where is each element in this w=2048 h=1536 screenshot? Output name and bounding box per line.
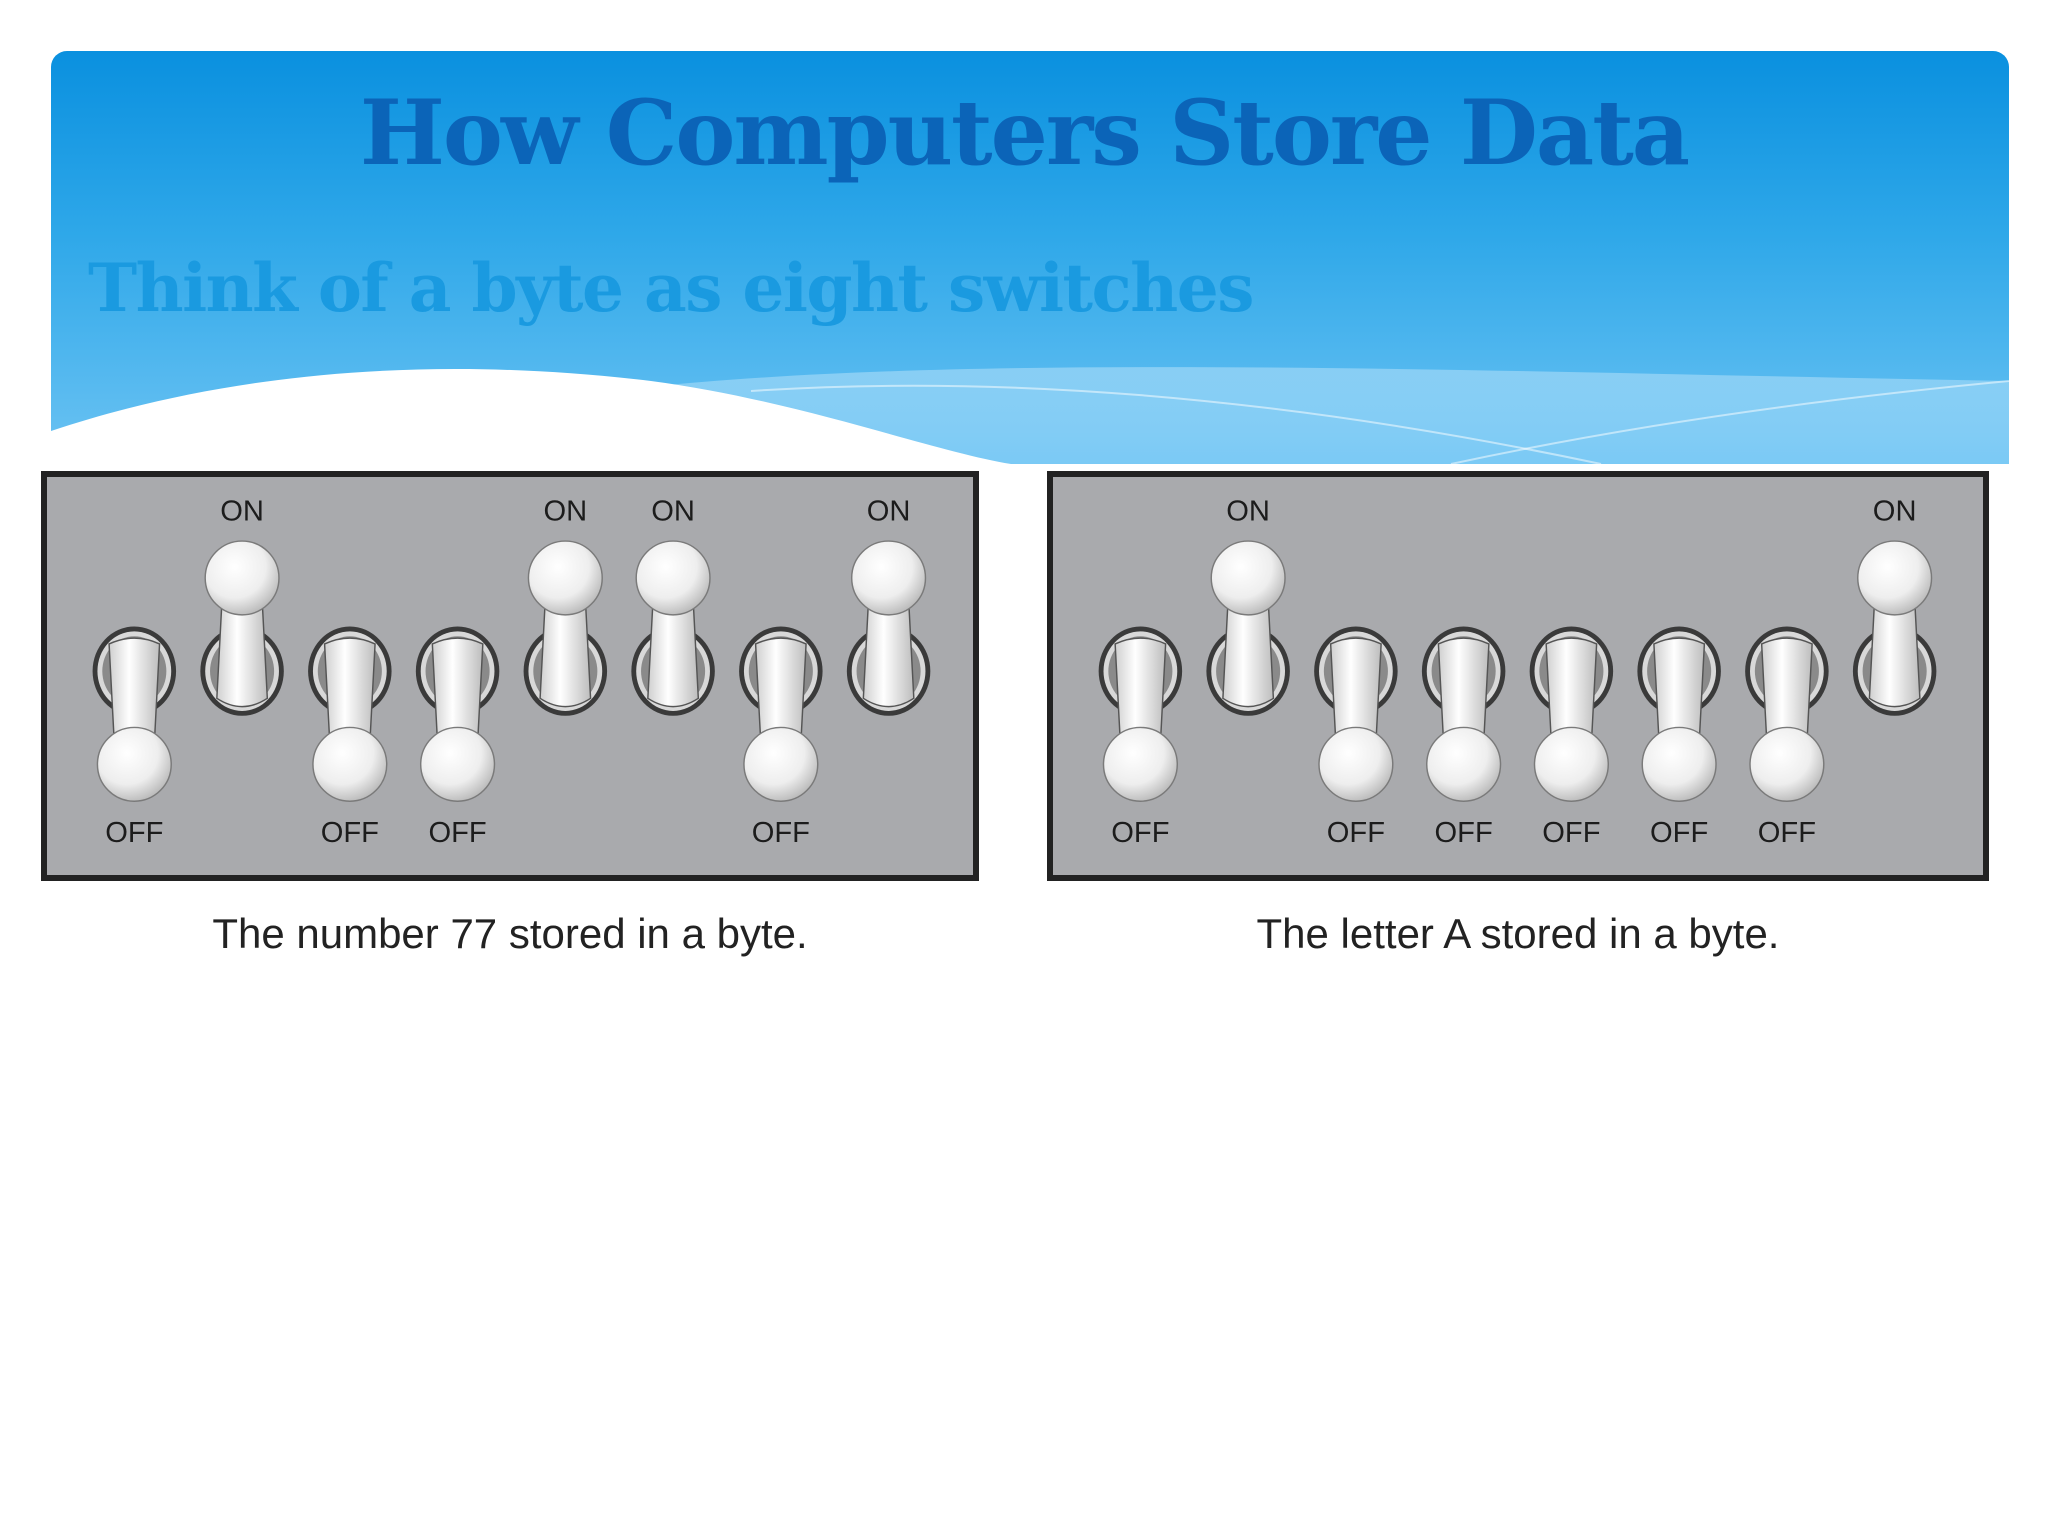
byte-switches-letter-a: OFF ON OFF OFF OFF OFF OFF ON (1098, 496, 1937, 849)
off-label-3: OFF (1327, 817, 1385, 849)
on-label-5: ON (543, 496, 587, 528)
toggle-switch-2: ON (1206, 496, 1290, 716)
off-label-1: OFF (1111, 817, 1169, 849)
toggle-switch-5: ON (523, 496, 608, 716)
toggle-switch-8: ON (846, 496, 931, 716)
off-label-4: OFF (428, 817, 486, 849)
toggle-switch-4: OFF (1421, 626, 1506, 849)
toggle-switch-7: OFF (1745, 626, 1829, 849)
toggle-switch-1: OFF (92, 626, 177, 849)
toggle-switch-5: OFF (1529, 626, 1614, 849)
toggle-switch-2: ON (200, 496, 284, 716)
byte-switches-77: OFF ON OFF OFF ON ON OFF ON (92, 496, 931, 849)
off-label-1: OFF (105, 817, 163, 849)
toggle-switch-4: OFF (415, 626, 500, 849)
on-label-6: ON (651, 496, 695, 528)
switch-panel-letter-a: OFF ON OFF OFF OFF OFF OFF ON (1047, 471, 1989, 881)
off-label-4: OFF (1435, 817, 1493, 849)
caption-letter-a: The letter A stored in a byte. (1256, 910, 1780, 957)
on-label-2: ON (220, 496, 264, 528)
toggle-switch-7: OFF (739, 626, 823, 849)
off-label-6: OFF (1650, 817, 1708, 849)
toggle-switch-3: OFF (1314, 626, 1398, 849)
slide-subtitle: Think of a byte as eight switches (88, 249, 1254, 327)
on-label-2: ON (1226, 496, 1270, 528)
toggle-switch-3: OFF (308, 626, 392, 849)
toggle-switch-8: ON (1852, 496, 1937, 716)
toggle-switch-1: OFF (1098, 626, 1183, 849)
off-label-3: OFF (321, 817, 379, 849)
wave-decoration (51, 367, 2009, 464)
toggle-switch-6: ON (631, 496, 715, 716)
slide-title: How Computers Store Data (359, 80, 1690, 186)
off-label-7: OFF (1758, 817, 1816, 849)
toggle-switch-6: OFF (1637, 626, 1721, 849)
header-banner (51, 51, 2009, 464)
off-label-7: OFF (752, 817, 810, 849)
on-label-8: ON (1873, 496, 1917, 528)
caption-77: The number 77 stored in a byte. (212, 910, 808, 957)
on-label-8: ON (867, 496, 911, 528)
off-label-5: OFF (1542, 817, 1600, 849)
switch-panel-77: OFF ON OFF OFF ON ON OFF ON (41, 471, 979, 881)
